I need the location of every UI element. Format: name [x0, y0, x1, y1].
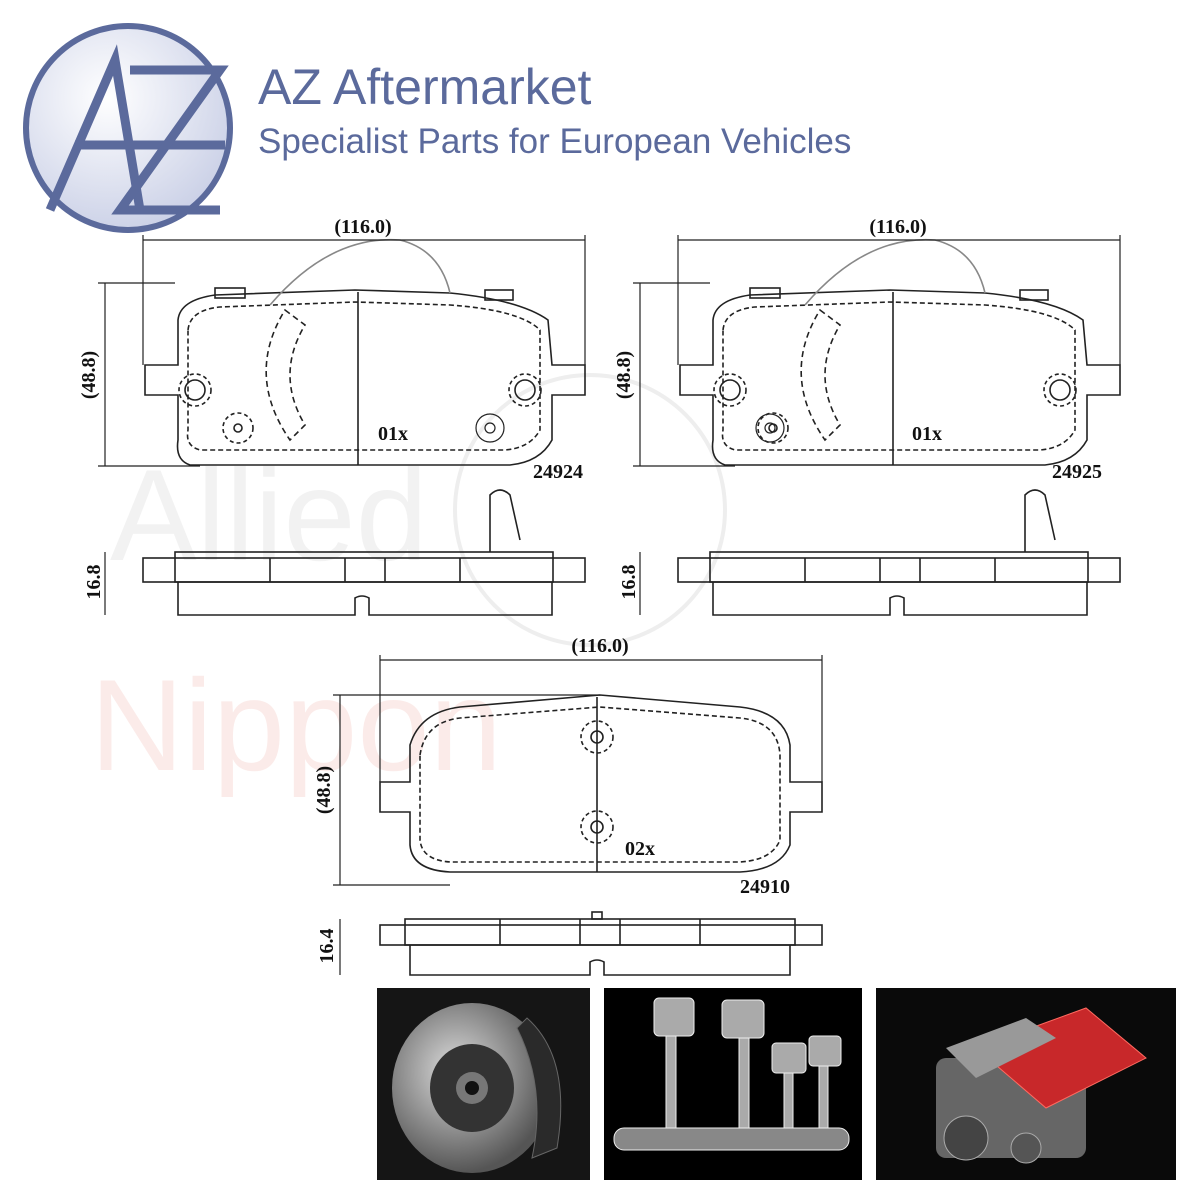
brand-title: AZ Aftermarket	[258, 59, 592, 115]
technical-drawings: Allied Nippon	[78, 216, 1121, 976]
drawing-24910: (116.0) (48.8) 16.4 02x 24910	[313, 635, 823, 976]
height-dimension: (48.8)	[613, 351, 635, 399]
brake-disc-photo	[377, 988, 590, 1180]
quantity-label: 01x	[378, 423, 408, 445]
width-dimension: (116.0)	[869, 216, 926, 238]
part-number: 24924	[533, 461, 583, 483]
quantity-label: 02x	[625, 838, 655, 860]
width-dimension: (116.0)	[334, 216, 391, 238]
pistons-photo	[604, 988, 862, 1180]
width-dimension: (116.0)	[571, 635, 628, 657]
engine-photo	[876, 988, 1176, 1180]
drawing-24924: (116.0) (48.8) 16.8 01x 24924	[78, 216, 586, 616]
thickness-dimension: 16.4	[316, 929, 338, 964]
part-number: 24925	[1052, 461, 1102, 483]
svg-text:Allied: Allied	[110, 442, 428, 588]
thickness-dimension: 16.8	[618, 565, 640, 600]
az-logo	[23, 23, 233, 233]
svg-text:Nippon: Nippon	[90, 652, 502, 798]
height-dimension: (48.8)	[313, 766, 335, 814]
quantity-label: 01x	[912, 423, 942, 445]
part-number: 24910	[740, 876, 790, 898]
brand-subtitle: Specialist Parts for European Vehicles	[258, 122, 852, 161]
drawing-24925: (116.0) (48.8) 16.8 01x 24925	[613, 216, 1121, 616]
thickness-dimension: 16.8	[83, 565, 105, 600]
watermark: Allied Nippon	[90, 373, 727, 798]
height-dimension: (48.8)	[78, 351, 100, 399]
